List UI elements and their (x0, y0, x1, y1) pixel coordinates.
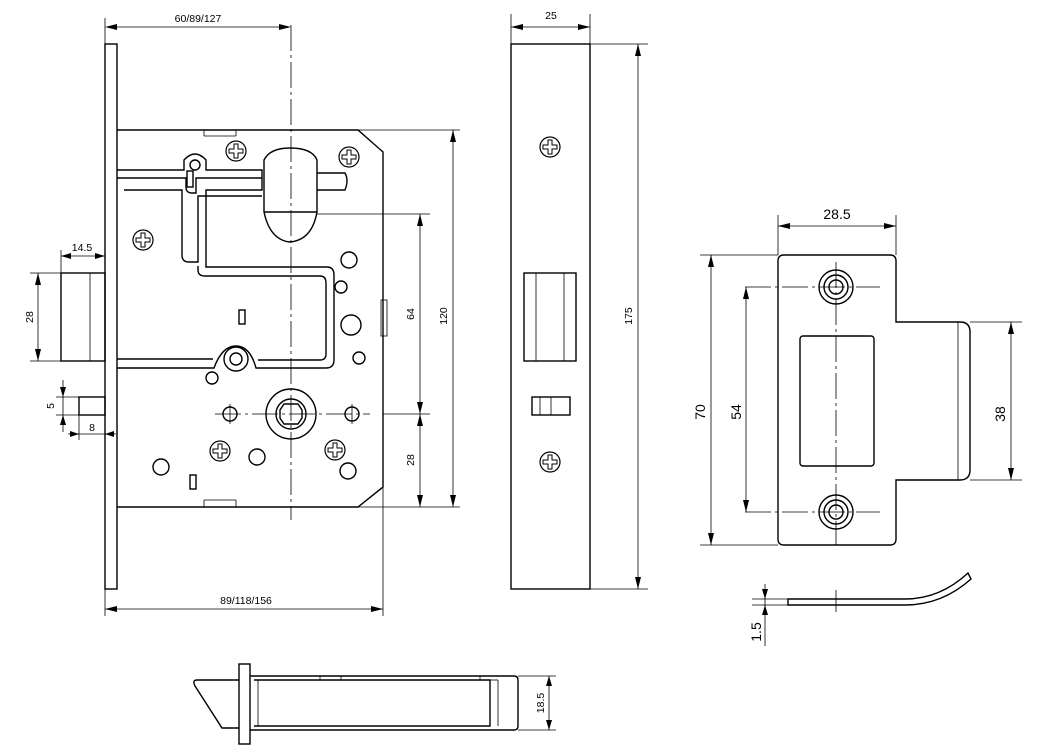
latch-follower (263, 147, 318, 243)
screw-icon (338, 146, 360, 168)
dim-strike-thickness-label: 1.5 (748, 622, 764, 642)
deadbolt (78, 396, 106, 416)
dim-strike-width: 28.5 (777, 206, 897, 255)
dim-strike-thickness: 1.5 (748, 584, 788, 646)
screw-icon (132, 229, 154, 251)
dim-backset: 60/89/127 (104, 13, 291, 44)
lock-case-outline (117, 129, 384, 508)
dim-deadbolt-projection-label: 8 (89, 422, 95, 434)
screw-icon (324, 439, 346, 461)
dim-strike-hole-spacing-label: 54 (728, 404, 744, 420)
dim-strike-lip-height-label: 38 (992, 406, 1008, 422)
dim-body-height-label: 120 (438, 307, 450, 325)
bottom-faceplate (238, 663, 251, 745)
dim-upper-distance-label: 64 (405, 308, 417, 320)
faceplate (104, 43, 118, 590)
strike-plate-side-view (787, 571, 972, 612)
dim-lock-thickness-label: 18.5 (535, 693, 547, 714)
dim-body-depth: 89/118/156 (104, 487, 384, 616)
dim-latch-height: 28 (24, 272, 61, 362)
dim-strike-height: 70 (692, 254, 778, 546)
screw-icon (209, 440, 231, 462)
latch-window (523, 272, 577, 362)
dim-deadbolt-height-label: 5 (45, 403, 57, 409)
latch-bolt (60, 272, 106, 362)
screw-icon (225, 140, 247, 162)
dim-lock-thickness: 18.5 (518, 675, 556, 731)
dim-faceplate-height: 175 (590, 43, 648, 590)
lock-body-front-view (60, 25, 388, 590)
strike-plate-outline (777, 254, 971, 546)
faceplate-outline (510, 43, 591, 590)
dim-strike-lip-height: 38 (970, 321, 1022, 481)
dim-faceplate-height-label: 175 (623, 307, 635, 325)
screw-icon (539, 136, 561, 158)
dim-backset-label: 60/89/127 (175, 13, 222, 25)
strike-profile (787, 571, 972, 606)
dim-strike-hole-spacing: 54 (728, 287, 749, 512)
faceplate-front-view (510, 43, 591, 590)
strike-opening (799, 335, 875, 467)
dim-latch-height-label: 28 (24, 311, 36, 323)
dim-strike-width-label: 28.5 (823, 206, 850, 222)
dim-vertical-body: 64 28 120 (317, 129, 460, 508)
lock-bottom-view (193, 663, 519, 745)
dim-deadbolt-projection: 8 (68, 415, 116, 440)
dim-faceplate-width-label: 25 (545, 10, 557, 22)
bottom-latch (193, 679, 239, 729)
dim-strike-height-label: 70 (692, 404, 708, 420)
latch-lever (117, 153, 335, 369)
screw-icon (539, 451, 561, 473)
dim-lower-distance-label: 28 (405, 454, 417, 466)
strike-plate-front-view (745, 254, 971, 546)
dim-latch-projection-label: 14.5 (72, 242, 93, 254)
dim-body-depth-label: 89/118/156 (220, 595, 272, 607)
dim-faceplate-width: 25 (510, 10, 591, 44)
dim-deadbolt-height: 5 (45, 380, 79, 432)
dim-latch-projection: 14.5 (60, 242, 105, 273)
